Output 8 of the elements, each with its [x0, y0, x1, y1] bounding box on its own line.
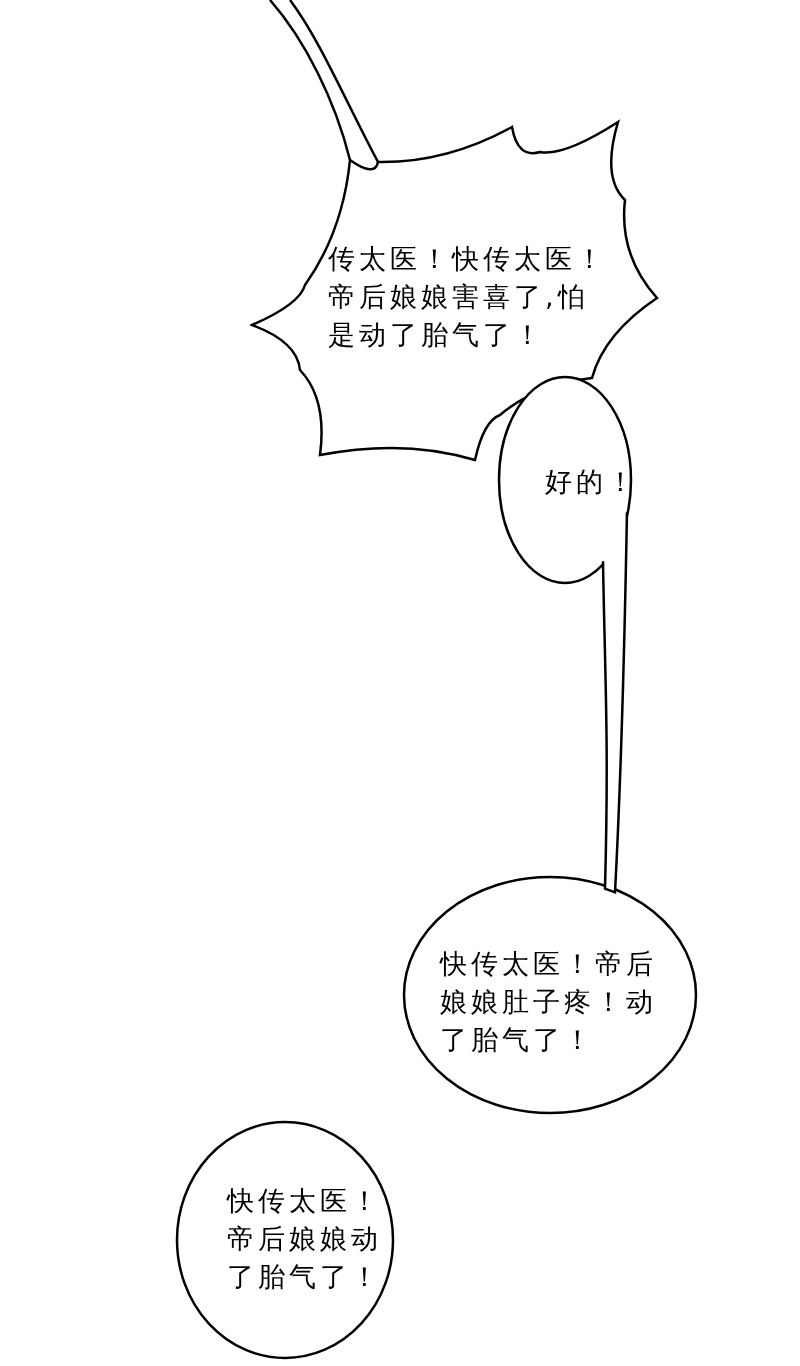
speech-bubble [402, 875, 698, 1115]
speech-text: 快传太医！帝后娘娘肚子疼！动了胎气了！ [440, 947, 658, 1057]
speech-text: 好的！ [545, 465, 639, 499]
speech-bubble-tail [601, 511, 629, 894]
speech-text: 传太医！快传太医！帝后娘娘害喜了,怕是动了胎气了！ [328, 242, 608, 352]
speech-bubble [250, 0, 660, 462]
speech-text: 快传太医！帝后娘娘动了胎气了！ [227, 1184, 383, 1294]
speech-bubble [175, 1120, 395, 1360]
